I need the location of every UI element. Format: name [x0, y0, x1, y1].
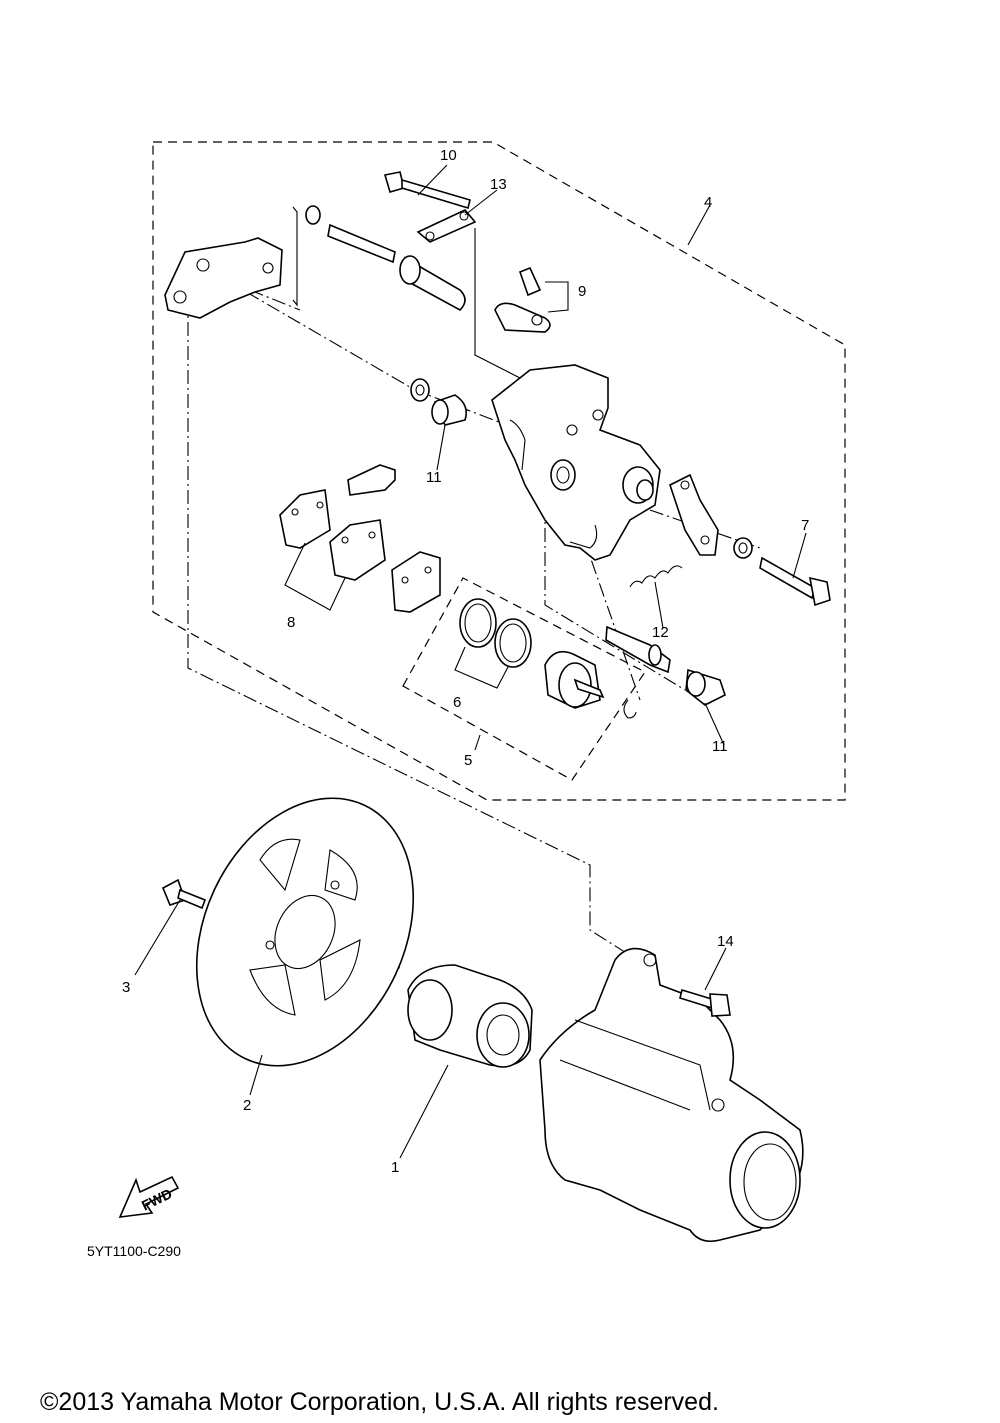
callout-14: 14: [717, 933, 734, 950]
callout-2: 2: [243, 1097, 251, 1114]
callout-6: 6: [453, 694, 461, 711]
piston: [544, 650, 605, 709]
caliper-assembly-boundary: [152, 141, 846, 801]
copyright-notice: ©2013 Yamaha Motor Corporation, U.S.A. A…: [40, 1388, 719, 1416]
bolt-7: [759, 556, 831, 607]
callout-4: 4: [704, 194, 712, 211]
pad-bracket-line: [292, 206, 298, 307]
slide-pin-upper: [305, 205, 466, 311]
bolt-10: [383, 171, 471, 210]
disc-hub: [407, 964, 533, 1068]
piston-seals-6: [454, 598, 532, 689]
fwd-arrow-icon: FWD: [118, 1175, 180, 1218]
callout-7: 7: [801, 517, 809, 534]
upper-bolt-line: [474, 228, 521, 379]
boot-11-upper: [431, 394, 468, 426]
bleed-screw-9: [494, 266, 569, 333]
callout-1: 1: [391, 1159, 399, 1176]
retainer-plate: [669, 473, 719, 556]
caliper-body: [491, 364, 661, 561]
pin-alignment-line-2: [249, 289, 301, 311]
diagram-code: 5YT1100-C290: [87, 1243, 181, 1259]
brake-pad-outer: [279, 489, 331, 549]
boot-11-lower: [685, 668, 726, 706]
callout-13: 13: [490, 176, 507, 193]
callout-8: 8: [287, 614, 295, 631]
callout-9: 9: [578, 283, 586, 300]
piston-kit-boundary: [402, 577, 646, 781]
washer-7: [733, 537, 753, 559]
lock-plate-13: [416, 209, 477, 243]
callout-8-leader: [284, 542, 346, 611]
brake-disc: [195, 797, 415, 1067]
lower-pin-alignment-line: [544, 480, 686, 691]
callout-11-upper: 11: [426, 469, 442, 486]
brake-pad-inner: [329, 519, 386, 581]
bracket-alignment-line: [187, 298, 651, 969]
spring-12: [629, 565, 683, 588]
callout-3: 3: [122, 979, 130, 996]
piston-alignment-line: [559, 469, 641, 701]
washer: [410, 378, 430, 402]
callout-5: 5: [464, 752, 472, 769]
pad-spring: [347, 464, 396, 496]
caliper-bracket: [164, 237, 283, 319]
slide-pin-lower: [605, 625, 671, 674]
callout-10: 10: [440, 147, 457, 164]
leader-lines: [134, 164, 807, 1159]
housing-bolt-14: [679, 988, 731, 1017]
circlip: [623, 699, 637, 719]
pad-shim: [391, 551, 441, 613]
callout-12: 12: [652, 624, 669, 641]
callout-11-lower: 11: [712, 738, 728, 755]
axle-housing: [539, 947, 804, 1243]
disc-bolt-3: [161, 878, 207, 910]
